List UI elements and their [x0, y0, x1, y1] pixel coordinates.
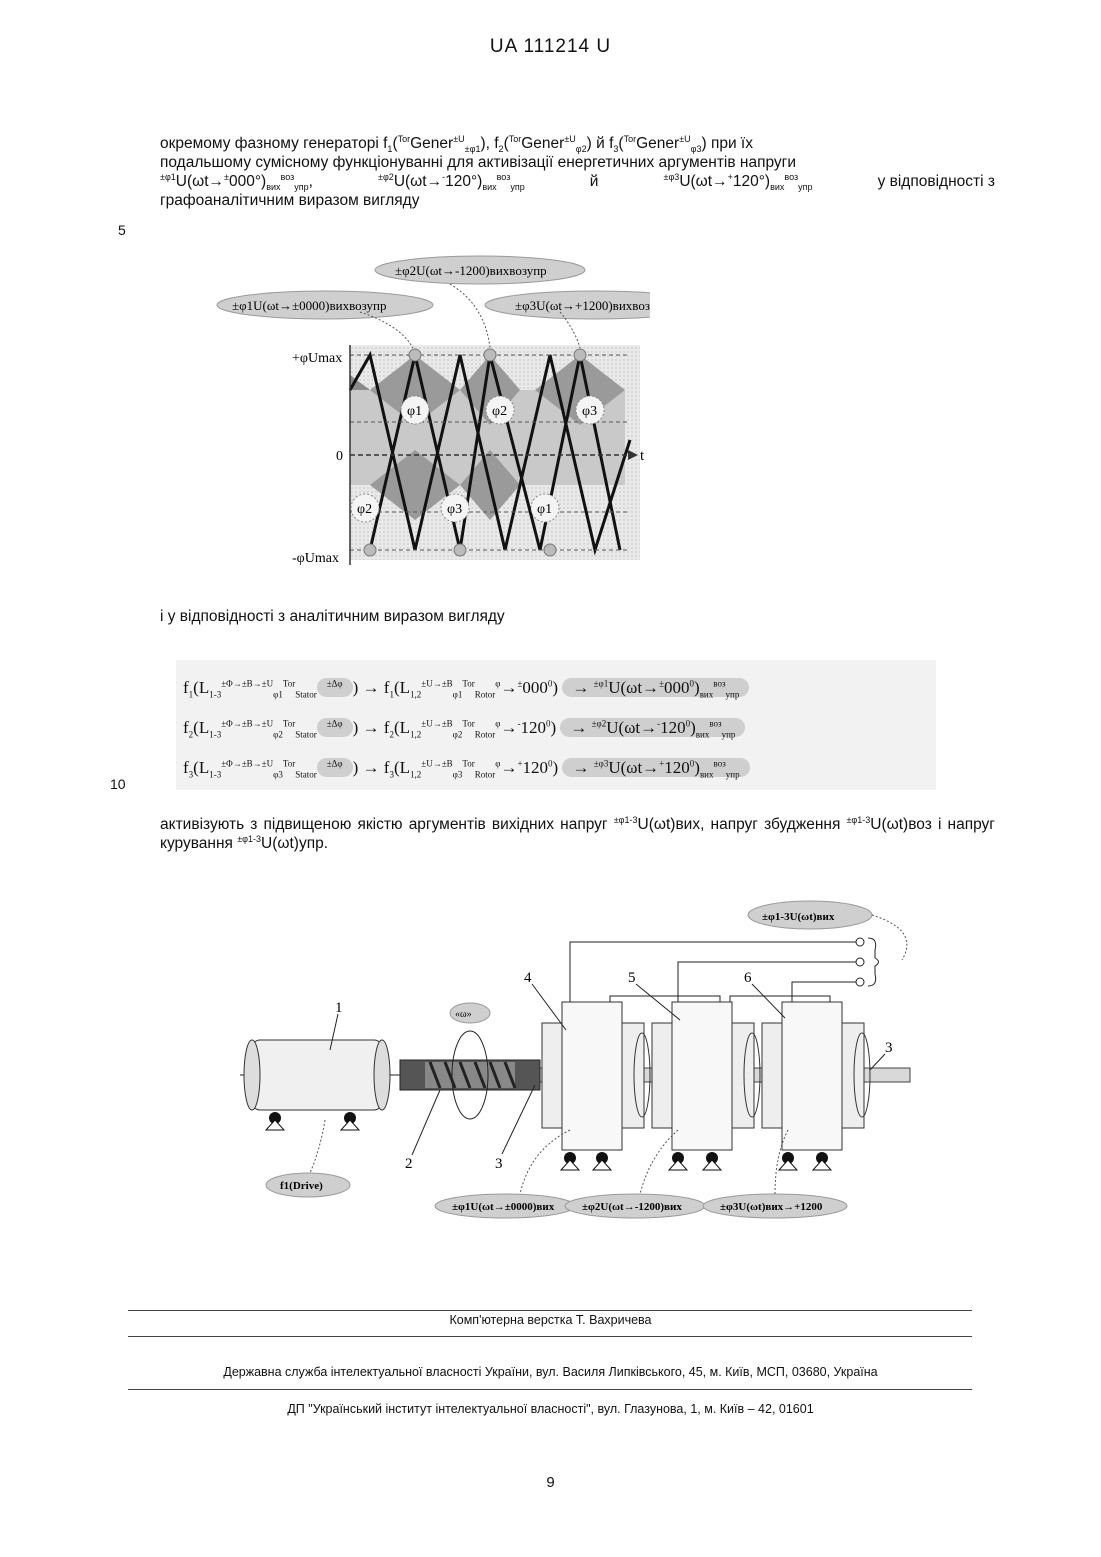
- generator-4: [542, 1002, 644, 1170]
- page-number: 9: [0, 1474, 1101, 1491]
- drive-label: f1(Drive): [280, 1180, 323, 1192]
- omega-label: «ω»: [455, 1009, 472, 1020]
- part-number-6: 6: [744, 970, 752, 986]
- in-accordance: у відповідності з: [878, 172, 995, 191]
- label-phi1-left: ±φ1U(ωt→±0000)вихвозупр: [232, 298, 386, 313]
- paragraph-1: окремому фазному генераторі f1(TorGener±…: [160, 134, 995, 210]
- formula-row-1: f1(L1-3±Φ→±B→±Uφ1TorStator±Δφ) → f1(L1,2…: [183, 678, 749, 698]
- terminal-1: [856, 938, 864, 946]
- expr-phi1: ±φ1U(ωt→±000°)вихвозупр,: [160, 172, 313, 191]
- paragraph-1-line-3: ±φ1U(ωt→±000°)вихвозупр, ±φ2U(ωt→-120°)в…: [160, 172, 995, 191]
- footer-rule-3: [128, 1389, 972, 1390]
- drive-motor: [252, 1040, 382, 1110]
- formula-1-left: f1(L1-3±Φ→±B→±Uφ1TorStator±Δφ) → f1(L1,2…: [183, 678, 558, 697]
- phase-label-top-3: φ3: [582, 404, 597, 419]
- phase-label-bottom-2: φ3: [447, 502, 462, 517]
- phase-label-bottom-3: φ1: [537, 502, 552, 517]
- t-axis-label: t: [640, 448, 645, 464]
- phase-label-top-1: φ1: [407, 404, 422, 419]
- formula-row-2: f2(L1-3±Φ→±B→±Uφ2TorStator±Δφ) → f2(L1,2…: [183, 718, 745, 738]
- label-phi3-right: ±φ3U(ωt→+1200)вихвозупр: [515, 298, 650, 313]
- footer-rule-1: [128, 1310, 972, 1311]
- formula-3-left: f3(L1-3±Φ→±B→±Uφ3TorStator±Δφ) → f3(L1,2…: [183, 758, 558, 777]
- expr-phi3: ±φ3U(ωt→+120°)вихвозупр: [664, 172, 813, 191]
- formula-3-right: → ±φ3U(ωt→+1200)вихвозупр: [562, 758, 749, 777]
- part-number-5: 5: [628, 970, 636, 986]
- paragraph-3-part-2: U(ωt)вих, напруг збудження: [638, 816, 841, 833]
- generator-assembly-diagram: ±φ1-3U(ωt)вих «ω»: [230, 890, 950, 1230]
- phase-label-top-2: φ2: [492, 404, 507, 419]
- formula-row-3: f3(L1-3±Φ→±B→±Uφ3TorStator±Δφ) → f3(L1,2…: [183, 758, 750, 778]
- terminal-2: [856, 958, 864, 966]
- paragraph-1-line-2: подальшому сумісному функціонуванні для …: [160, 153, 995, 172]
- part-number-3a: 3: [495, 1156, 503, 1172]
- formula-2-right: → ±φ2U(ωt→-1200)вихвозупр: [560, 718, 745, 737]
- umax-negative-label: -φUmax: [292, 551, 339, 566]
- expr-phi2: ±φ2U(ωt→-120°)вихвозупр: [378, 172, 525, 191]
- paragraph-3-part-1: активізують з підвищеною якістю аргумент…: [160, 816, 608, 833]
- part-number-2: 2: [405, 1156, 413, 1172]
- document-id: UA 111214 U: [0, 36, 1101, 58]
- zero-label: 0: [336, 449, 343, 464]
- paragraph-3-part-4: U(ωt)упр.: [261, 835, 328, 852]
- generator-5: [652, 1002, 754, 1170]
- output-label-phi3: ±φ3U(ωt)вих→+1200: [720, 1201, 823, 1213]
- umax-positive-label: +φUmax: [292, 351, 342, 366]
- phase-label-bottom-1: φ2: [357, 502, 372, 517]
- paragraph-1-line-4: графоаналітичним виразом вигляду: [160, 191, 995, 210]
- output-label-phi2: ±φ2U(ωt→-1200)вих: [582, 1201, 682, 1213]
- line-number-5: 5: [118, 222, 126, 238]
- paragraph-1-line-1: окремому фазному генераторі f1(TorGener±…: [160, 134, 995, 153]
- output-voltage-label: ±φ1-3U(ωt)вих: [762, 911, 835, 923]
- paragraph-3: активізують з підвищеною якістю аргумент…: [160, 815, 995, 853]
- layout-credit: Комп'ютерна верстка Т. Вахричева: [0, 1313, 1101, 1327]
- footer-rule-2: [128, 1336, 972, 1337]
- part-number-3b: 3: [885, 1040, 893, 1056]
- part-number-1: 1: [335, 1000, 343, 1016]
- label-phi2-top: ±φ2U(ωt→-1200)вихвозупр: [395, 263, 547, 278]
- conj-and: й: [590, 172, 599, 191]
- waveform-diagram: φ1 φ2 φ3 φ2 φ3 φ1 +φUmax -φUmax 0 t ±φ2U…: [210, 250, 650, 590]
- generator-6: [762, 1002, 864, 1170]
- agency-address: Державна служба інтелектуальної власност…: [0, 1365, 1101, 1379]
- output-label-phi1: ±φ1U(ωt→±0000)вих: [452, 1201, 555, 1213]
- part-number-4: 4: [524, 970, 532, 986]
- terminal-3: [856, 978, 864, 986]
- formula-2-left: f2(L1-3±Φ→±B→±Uφ2TorStator±Δφ) → f2(L1,2…: [183, 718, 556, 737]
- paragraph-2: і у відповідності з аналітичним виразом …: [160, 608, 505, 626]
- institute-address: ДП "Український інститут інтелектуальної…: [0, 1402, 1101, 1416]
- formula-1-right: → ±φ1U(ωt→±0000)вихвозупр: [562, 678, 749, 697]
- line-number-10: 10: [110, 776, 126, 792]
